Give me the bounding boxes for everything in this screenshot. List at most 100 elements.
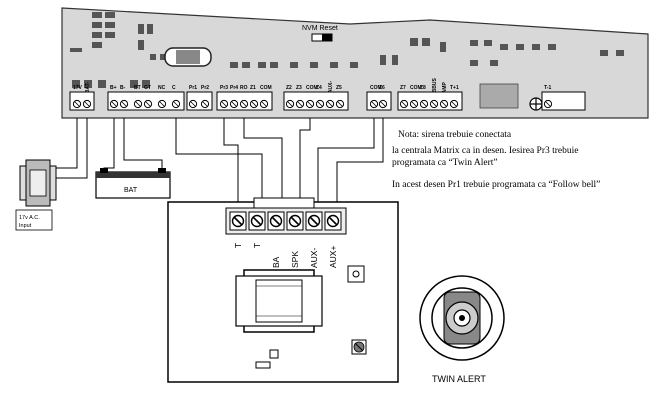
fuse — [164, 47, 212, 67]
screw-slot — [401, 101, 407, 107]
board-terminal-label: COM — [260, 85, 272, 91]
board-terminal-label: Pr1 — [189, 85, 197, 91]
siren-terminal-label: AUX- — [309, 248, 319, 268]
siren-terminal-label: T — [233, 243, 243, 248]
siren-trimmer-icon — [351, 339, 367, 355]
screw-slot — [411, 101, 417, 107]
siren-terminal-labels: T T BA SPK AUX- AUX+ — [233, 243, 338, 268]
twin-alert-label: TWIN ALERT — [432, 374, 486, 384]
wire-17v-b — [56, 118, 88, 179]
screw-slot — [328, 216, 338, 226]
siren-terminal-label: SPK — [290, 251, 300, 268]
screw-slot — [380, 101, 386, 107]
board-terminal-label: B- — [120, 85, 126, 91]
screw-slot — [451, 101, 457, 107]
ground-icon — [529, 97, 543, 111]
siren-board-component — [255, 361, 271, 369]
board-terminal-label: Z5 — [336, 85, 342, 91]
screw-slot — [309, 216, 319, 226]
wire-pr3 — [243, 118, 283, 210]
screw-slot — [241, 101, 247, 107]
siren-terminal-strip — [229, 211, 342, 231]
board-terminal-label: Z2 — [286, 85, 292, 91]
wire-bat-plus — [103, 118, 115, 172]
screw-slot — [441, 101, 447, 107]
board-terminal-label: TAMP — [442, 82, 448, 96]
screw-slot — [252, 216, 262, 226]
siren-terminal-label: T — [252, 243, 262, 248]
board-terminal-label: GT — [144, 85, 151, 91]
wire-bat-minus — [123, 118, 163, 172]
terminal-block — [69, 91, 95, 111]
board-terminal-label: Z8 — [420, 85, 426, 91]
board-terminal-label: Pr4 — [230, 85, 238, 91]
board-terminal-label: 17V — [73, 85, 83, 91]
transformer-label-1: 17v A.C. — [19, 215, 40, 221]
screw-slot — [297, 101, 303, 107]
board-terminal-label: Z3 — [296, 85, 302, 91]
screw-slot — [290, 216, 300, 226]
board-terminal-label: Pr3 — [220, 85, 228, 91]
battery: BAT — [95, 168, 171, 199]
note-line-4: In acest desen Pr1 trebuie programata ca… — [392, 180, 601, 190]
board-terminal-label: COM — [370, 85, 382, 91]
screw-slot — [145, 101, 151, 107]
siren-board: T T BA SPK AUX- AUX+ — [167, 197, 399, 383]
screw-slot — [327, 101, 333, 107]
transformer-label-2: Input — [19, 223, 32, 229]
siren-terminal-label: AUX+ — [328, 246, 338, 268]
screw-slot — [233, 216, 243, 226]
screw-slot — [135, 101, 141, 107]
nvm-reset-label: NVM Reset — [302, 25, 338, 32]
siren-terminal-label: BA — [271, 256, 281, 268]
screw-slot — [337, 101, 343, 107]
screw-slot — [173, 101, 179, 107]
terminal-block — [366, 91, 392, 111]
battery-label: BAT — [124, 187, 138, 194]
board-terminal-label: KBBUS — [432, 78, 438, 96]
screw-slot — [421, 101, 427, 107]
board-terminal-label: Z1 — [250, 85, 256, 91]
screw-slot — [317, 101, 323, 107]
board-terminal-label: COM — [306, 85, 318, 91]
screw-slot — [307, 101, 313, 107]
wire-com — [299, 118, 311, 210]
screw-slot — [271, 216, 281, 226]
siren-board-component — [269, 349, 279, 359]
wire-bt — [175, 118, 263, 210]
board-terminal-label: T+1 — [450, 85, 459, 91]
board-terminal-label: C — [172, 85, 176, 91]
wire-aux-plus — [336, 118, 384, 210]
screw-slot — [111, 101, 117, 107]
screw-slot — [287, 101, 293, 107]
twin-alert-siren: TWIN ALERT — [419, 275, 505, 384]
board-terminal-label: RO — [240, 85, 248, 91]
siren-transformer — [235, 269, 323, 333]
board-terminal-label: NC — [158, 85, 166, 91]
board-terminal-strip — [69, 91, 586, 111]
screw-slot — [202, 101, 208, 107]
board-terminal-label: T-1 — [544, 85, 551, 91]
screw-slot — [121, 101, 127, 107]
screw-slot — [84, 101, 90, 107]
screw-slot — [431, 101, 437, 107]
board-terminal-label: Z6 — [379, 85, 385, 91]
screw-slot — [221, 101, 227, 107]
note-line-1: Nota: sirena trebuie conectata — [398, 130, 512, 140]
screw-slot — [545, 101, 551, 107]
screw-slot — [190, 101, 196, 107]
screw-slot — [74, 101, 80, 107]
screw-slot — [159, 101, 165, 107]
screw-slot — [251, 101, 257, 107]
note-line-2: la centrala Matrix ca in desen. Iesirea … — [392, 146, 579, 156]
board-terminal-label: Z4 — [316, 85, 322, 91]
wire-aux-minus — [317, 118, 375, 210]
board-components-left — [70, 12, 166, 88]
board-terminal-label: +AUX- — [328, 81, 334, 96]
wire-17v-a — [56, 118, 78, 169]
board-terminal-label: Z7 — [400, 85, 406, 91]
board-terminal-label: COM — [410, 85, 422, 91]
board-components-middle — [230, 38, 624, 68]
